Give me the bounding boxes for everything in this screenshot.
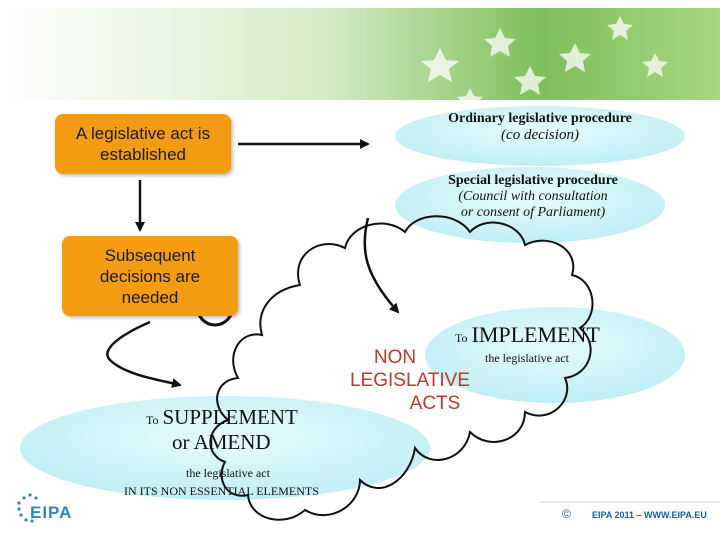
subsequent-decisions-text: Subsequent decisions are needed — [99, 245, 201, 307]
supplement-ellipse — [20, 396, 430, 500]
nonleg-line1: NON — [373, 347, 417, 368]
footer-credit: EIPA 2011 – WWW.EIPA.EU — [592, 510, 707, 520]
implement-ellipse — [425, 307, 685, 403]
supplement-sub1: the legislative act — [186, 466, 270, 480]
nonleg-line3: ACTS — [409, 393, 461, 414]
legislative-act-box: A legislative act is established — [55, 114, 231, 174]
copyright-symbol: © — [562, 507, 571, 521]
ordinary-procedure-ellipse — [395, 106, 685, 166]
special-title: Special legislative procedure — [448, 173, 618, 188]
nonleg-line2: LEGISLATIVE — [349, 370, 471, 391]
ordinary-procedure-label: Ordinary legislative procedure (co decis… — [405, 111, 675, 144]
curved-arrow-supplement — [106, 320, 182, 388]
supplement-main2: or AMEND — [172, 430, 271, 454]
supplement-label: To SUPPLEMENT — [146, 405, 366, 430]
header-banner — [0, 8, 720, 100]
eipa-logo-icon — [17, 493, 38, 523]
ordinary-title: Ordinary legislative procedure — [448, 111, 632, 126]
banner-graphic — [0, 8, 720, 100]
cloud-outline — [209, 215, 594, 521]
special-line1: (Council with consultation — [458, 189, 608, 204]
implement-label: To IMPLEMENT — [455, 322, 635, 348]
supplement-to: To — [146, 413, 159, 427]
legislative-act-text: A legislative act is established — [75, 124, 211, 164]
implement-sub: the legislative act — [485, 351, 569, 365]
ordinary-subtitle: (co decision) — [501, 127, 579, 143]
special-line2: or consent of Parliament) — [460, 205, 606, 220]
supplement-sub2: IN ITS NON ESSENTIAL ELEMENTS — [124, 484, 319, 498]
special-procedure-label: Special legislative procedure (Council w… — [398, 173, 668, 221]
curved-arrow-implement — [363, 217, 400, 314]
eipa-logo-text: EIPA — [30, 503, 73, 522]
implement-to: To — [455, 331, 468, 345]
subsequent-decisions-box: Subsequent decisions are needed — [62, 236, 238, 316]
star-icons — [421, 16, 668, 100]
implement-main: IMPLEMENT — [471, 322, 600, 347]
supplement-main: SUPPLEMENT — [162, 405, 298, 429]
non-legislative-label: NON LEGISLATIVE ACTS — [320, 346, 500, 415]
